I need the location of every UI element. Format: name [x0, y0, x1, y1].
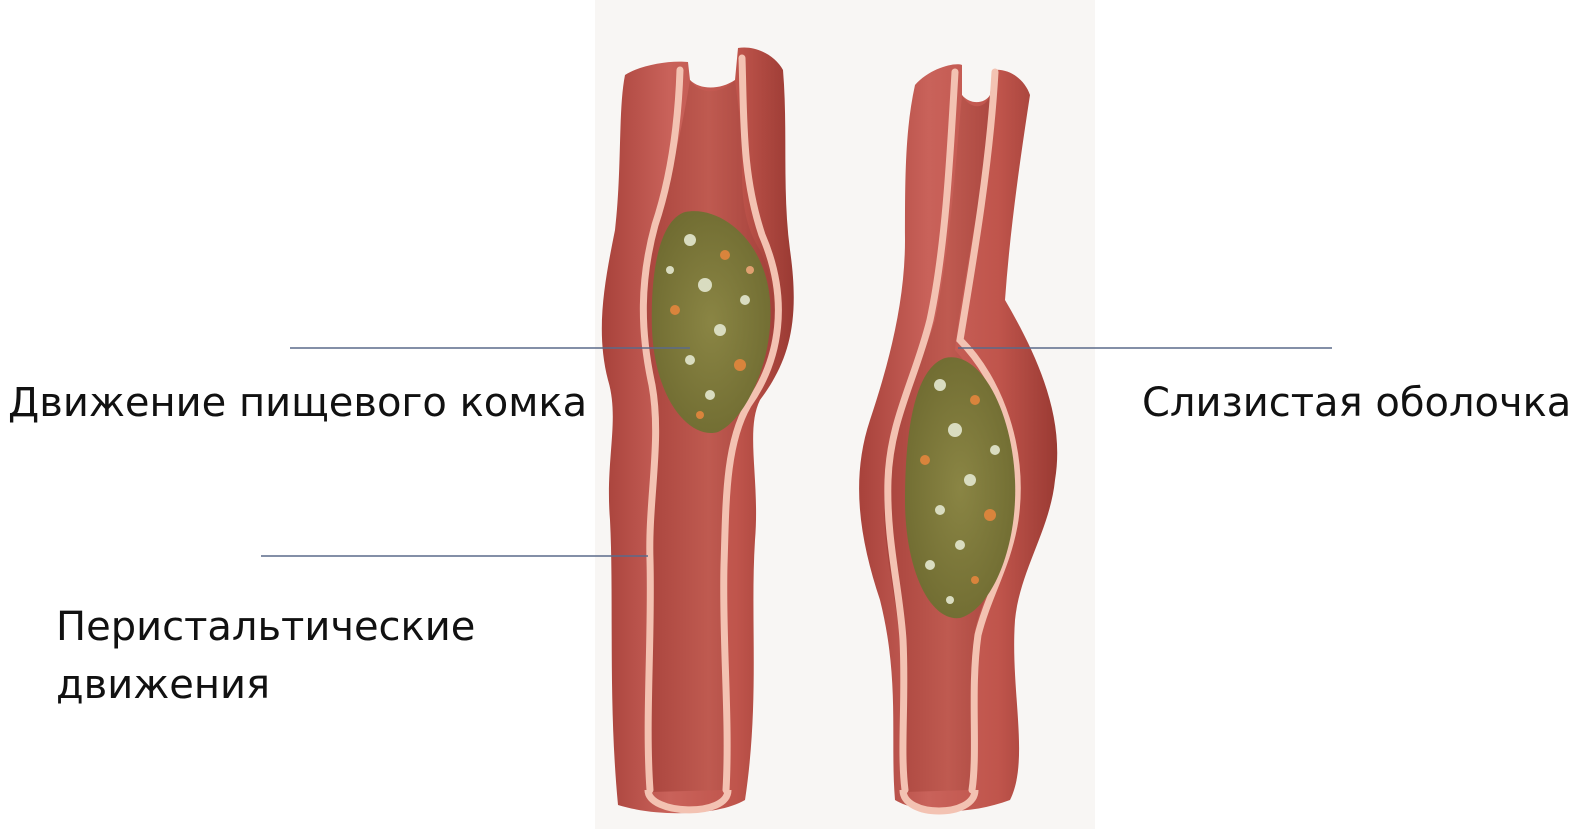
- peristalsis-label-line1: Перистальтические: [56, 598, 475, 656]
- mucosa-label: Слизистая оболочка: [1142, 374, 1571, 432]
- peristalsis-label: Перистальтические движения: [56, 598, 475, 714]
- bolus-movement-label: Движение пищевого комка: [8, 374, 587, 432]
- peristalsis-label-line2: движения: [56, 656, 475, 714]
